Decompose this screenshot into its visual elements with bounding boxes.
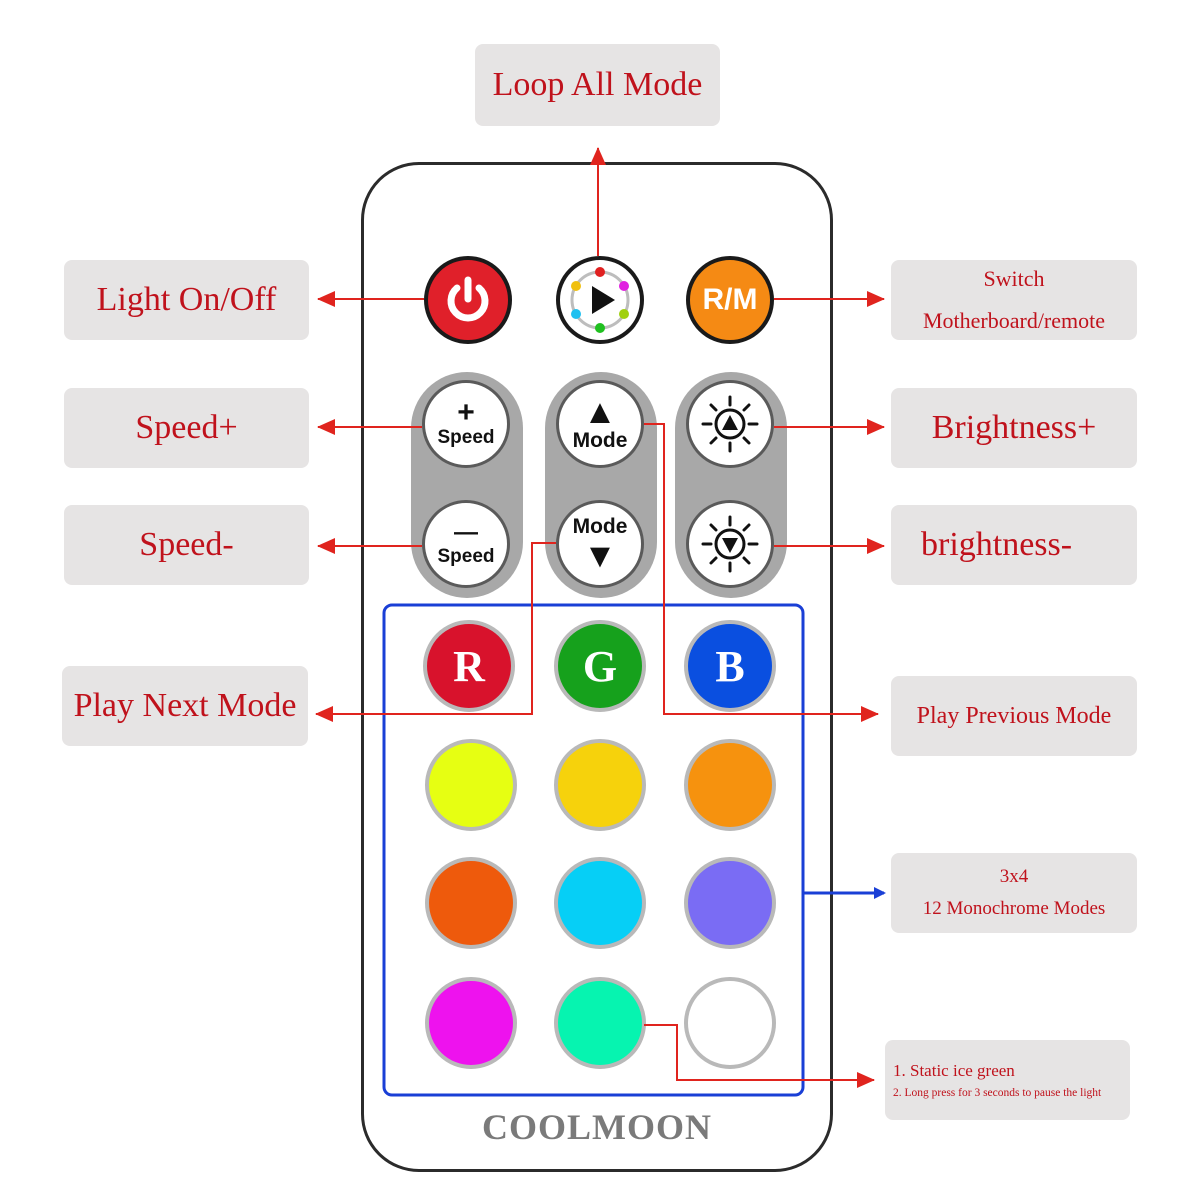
label-loop-all-mode: Loop All Mode (475, 44, 720, 126)
label-brightness-minus-text: brightness- (921, 526, 1073, 563)
color-button-yellow-green[interactable] (425, 739, 517, 831)
label-speed-plus: Speed+ (64, 388, 309, 468)
mode-down-text: Mode (572, 515, 628, 538)
red-button-label: R (453, 641, 485, 691)
label-ice-line1: 1. Static ice green (893, 1061, 1015, 1080)
arrow-ice-green (644, 1024, 875, 1088)
color-button-ice-green[interactable] (554, 977, 646, 1069)
brightness-down-icon (701, 515, 759, 573)
red-button[interactable]: R (423, 620, 515, 712)
speed-plus-text: Speed (437, 427, 495, 448)
label-light-onoff-text: Light On/Off (96, 281, 277, 318)
speed-minus-text: Speed (437, 546, 495, 567)
arrow-play-next (315, 542, 556, 722)
brightness-up-icon (701, 395, 759, 453)
play-loop-icon (570, 267, 630, 333)
speed-plus-button[interactable]: + Speed (422, 380, 510, 468)
monochrome-modes-frame (382, 603, 805, 1097)
label-ice-green: 1. Static ice green 2. Long press for 3 … (885, 1040, 1130, 1120)
blue-button[interactable]: B (684, 620, 776, 712)
brightness-down-button[interactable] (686, 500, 774, 588)
rm-button[interactable]: R/M (686, 256, 774, 344)
minus-symbol: — (454, 519, 478, 546)
label-play-previous-text: Play Previous Mode (916, 702, 1112, 729)
mode-up-button[interactable]: ▲ Mode (556, 380, 644, 468)
color-button-cyan[interactable] (554, 857, 646, 949)
label-monochrome-modes: 3x4 12 Monochrome Modes (891, 853, 1137, 933)
green-button[interactable]: G (554, 620, 646, 712)
speed-minus-button[interactable]: — Speed (422, 500, 510, 588)
plus-symbol: + (457, 396, 475, 429)
label-play-previous-mode: Play Previous Mode (891, 676, 1137, 756)
label-speed-minus: Speed- (64, 505, 309, 585)
rm-button-label: R/M (702, 283, 758, 316)
label-brightness-minus: brightness- (891, 505, 1137, 585)
color-button-dark-orange[interactable] (425, 857, 517, 949)
brightness-up-button[interactable] (686, 380, 774, 468)
mode-down-button[interactable]: Mode ▼ (556, 500, 644, 588)
blue-button-label: B (715, 641, 745, 691)
label-play-next-text: Play Next Mode (73, 687, 297, 724)
color-button-yellow[interactable] (554, 739, 646, 831)
arrow-play-previous (644, 423, 879, 722)
label-loop-all-text: Loop All Mode (492, 66, 703, 103)
power-button[interactable] (424, 256, 512, 344)
color-button-white[interactable] (684, 977, 776, 1069)
label-ice-line2: 2. Long press for 3 seconds to pause the… (893, 1087, 1102, 1099)
color-button-purple[interactable] (684, 857, 776, 949)
color-button-orange[interactable] (684, 739, 776, 831)
label-switch-motherboard: Switch Motherboard/remote (891, 260, 1137, 340)
green-button-label: G (582, 641, 618, 691)
color-button-magenta[interactable] (425, 977, 517, 1069)
label-brightness-plus: Brightness+ (891, 388, 1137, 468)
label-switch-line1: Switch (983, 266, 1045, 291)
loop-all-button[interactable] (556, 256, 644, 344)
label-mono-line2: 12 Monochrome Modes (922, 898, 1106, 919)
brand-logo: COOLMOON (482, 1107, 712, 1147)
mode-up-text: Mode (572, 429, 628, 452)
label-brightness-plus-text: Brightness+ (931, 409, 1097, 446)
label-mono-line1: 3x4 (999, 866, 1029, 887)
up-triangle-icon: ▲ (583, 393, 617, 431)
label-speed-plus-text: Speed+ (135, 409, 238, 446)
power-icon (447, 276, 489, 322)
label-speed-minus-text: Speed- (139, 526, 234, 563)
label-play-next-mode: Play Next Mode (62, 666, 308, 746)
down-triangle-icon: ▼ (583, 537, 617, 575)
label-light-onoff: Light On/Off (64, 260, 309, 340)
label-switch-line2: Motherboard/remote (922, 308, 1106, 333)
